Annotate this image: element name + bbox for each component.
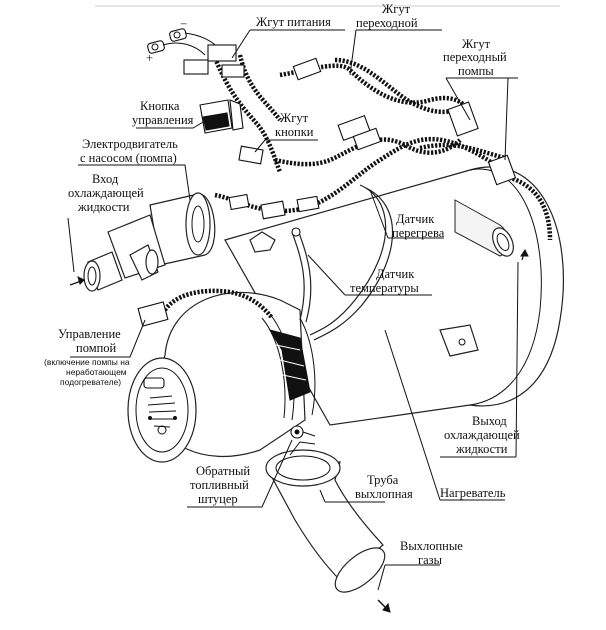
svg-text:Обратный: Обратный <box>196 464 250 478</box>
heater-body <box>224 166 564 426</box>
svg-text:Вход: Вход <box>92 172 119 186</box>
svg-text:переходный: переходный <box>443 50 507 64</box>
svg-text:штуцер: штуцер <box>198 492 238 506</box>
burner-housing <box>127 291 316 463</box>
svg-text:выхлопная: выхлопная <box>355 487 413 501</box>
svg-text:Труба: Труба <box>367 473 399 487</box>
svg-text:Жгут: Жгут <box>462 37 491 51</box>
exhaust-gases-label: Выхлопные газы <box>400 539 463 567</box>
svg-text:перегрева: перегрева <box>392 226 445 240</box>
svg-text:(включение помпы на: (включение помпы на <box>44 357 130 367</box>
power-harness-label: Жгут питания <box>256 15 331 29</box>
svg-text:охлаждающей: охлаждающей <box>444 428 520 442</box>
coolant-inlet-label: Вход охлаждающей жидкости <box>68 172 144 214</box>
svg-text:Датчик: Датчик <box>376 267 415 281</box>
pump-control-label: Управление помпой (включение помпы на не… <box>44 327 130 387</box>
motor-pump <box>83 192 216 292</box>
pump-transition-harness-label: Жгут переходный помпы <box>443 37 507 78</box>
overheat-sensor-label: Датчик перегрева <box>392 212 445 240</box>
svg-text:Жгут: Жгут <box>280 111 309 125</box>
svg-text:жидкости: жидкости <box>77 200 130 214</box>
svg-text:Жгут: Жгут <box>382 2 411 16</box>
svg-text:Выход: Выход <box>472 414 507 428</box>
svg-text:топливный: топливный <box>190 478 249 492</box>
heater-label: Нагреватель <box>440 486 506 500</box>
svg-text:подогревателе): подогревателе) <box>60 377 121 387</box>
svg-text:газы: газы <box>418 553 443 567</box>
return-fuel-fitting-label: Обратный топливный штуцер <box>190 464 250 506</box>
sensor-hoses <box>291 184 394 341</box>
svg-text:переходной: переходной <box>356 16 418 30</box>
return-fuel-fitting <box>290 425 316 439</box>
minus-terminal-label: − <box>180 17 187 31</box>
button-harness-label: Жгут кнопки <box>275 111 314 139</box>
svg-text:неработающем: неработающем <box>66 367 127 377</box>
svg-text:помпы: помпы <box>458 64 494 78</box>
plus-terminal-label: + <box>146 51 153 65</box>
svg-text:Кнопка: Кнопка <box>140 99 180 113</box>
svg-text:Выхлопные: Выхлопные <box>400 539 463 553</box>
temperature-sensor-label: Датчик температуры <box>350 267 419 295</box>
svg-text:помпой: помпой <box>76 341 117 355</box>
svg-text:Датчик: Датчик <box>396 212 435 226</box>
exhaust-pipe <box>265 441 391 613</box>
connectors <box>137 28 517 327</box>
svg-text:температуры: температуры <box>350 281 419 295</box>
leader-lines <box>67 29 519 591</box>
svg-text:Электродвигатель: Электродвигатель <box>82 137 178 151</box>
exhaust-pipe-label: Труба выхлопная <box>355 473 413 501</box>
svg-text:управления: управления <box>132 113 194 127</box>
transition-harness-label: Жгут переходной <box>356 2 418 30</box>
svg-text:Управление: Управление <box>58 327 121 341</box>
motor-pump-label: Электродвигатель с насосом (помпа) <box>80 137 178 165</box>
control-button-label: Кнопка управления <box>132 99 194 127</box>
svg-text:с насосом (помпа): с насосом (помпа) <box>80 151 177 165</box>
coolant-outlet-label: Выход охлаждающей жидкости <box>444 414 520 456</box>
svg-text:кнопки: кнопки <box>275 125 314 139</box>
exhaust-arrow-icon <box>382 602 391 613</box>
burner-vent-icon <box>147 395 177 435</box>
svg-text:охлаждающей: охлаждающей <box>68 186 144 200</box>
svg-text:жидкости: жидкости <box>455 442 508 456</box>
